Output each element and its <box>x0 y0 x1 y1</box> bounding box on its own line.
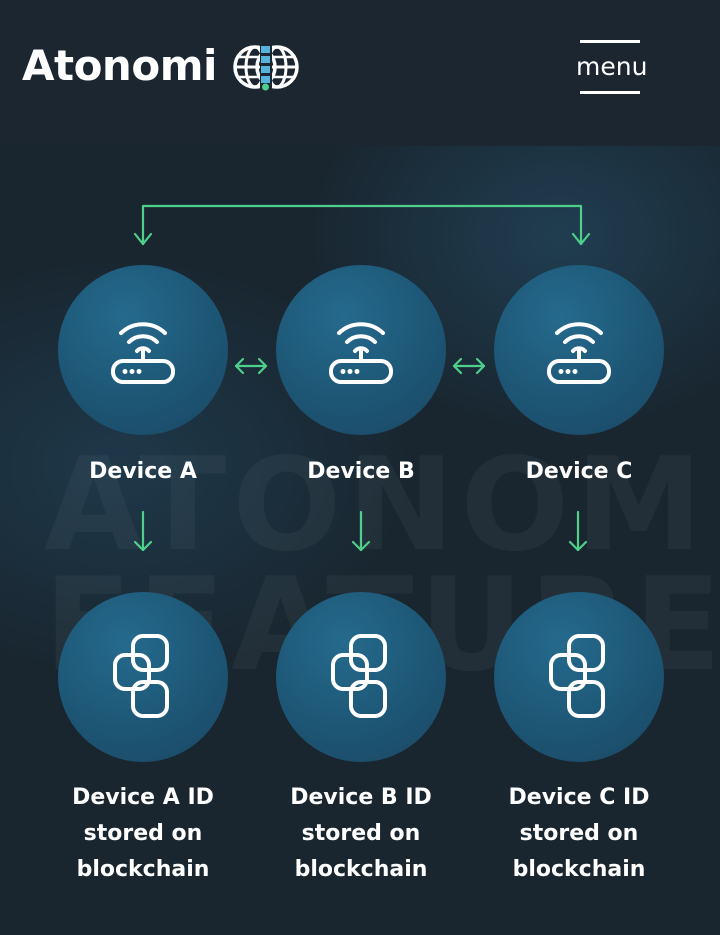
top-connector-line <box>141 204 583 246</box>
watermark-line-1: ATONOMI <box>44 442 720 570</box>
chain-link-icon <box>113 634 169 718</box>
device-b-id-label: Device B ID stored on blockchain <box>261 780 461 888</box>
arrow-down-c-top <box>571 232 591 246</box>
device-b-id-line-1: Device B ID <box>290 785 432 810</box>
wifi-router-icon <box>547 322 611 384</box>
device-c-id-line-1: Device C ID <box>508 785 650 810</box>
device-a-circle <box>58 265 228 435</box>
brand-logo-text[interactable]: Atonomi <box>22 41 217 90</box>
device-c-chain-circle <box>494 592 664 762</box>
arrow-b-c-left <box>452 357 463 375</box>
device-a-id-line-2: stored on <box>83 821 203 846</box>
arrow-down-a-head <box>133 540 153 552</box>
menu-top-line <box>580 40 640 43</box>
arrow-down-b-head <box>351 540 371 552</box>
wifi-router-icon <box>329 322 393 384</box>
device-b-id-line-2: stored on <box>301 821 421 846</box>
device-c-id-line-2: stored on <box>519 821 639 846</box>
device-a-label: Device A <box>89 459 197 484</box>
wifi-router-icon <box>111 322 175 384</box>
device-b-chain-circle <box>276 592 446 762</box>
arrow-down-c-head <box>568 540 588 552</box>
device-b-circle <box>276 265 446 435</box>
arrow-down-a-top <box>133 232 153 246</box>
device-a-chain-circle <box>58 592 228 762</box>
device-c-circle <box>494 265 664 435</box>
device-diagram: ATONOMI FEATURES <box>0 146 720 935</box>
device-a-id-line-1: Device A ID <box>72 785 214 810</box>
diagram-arrows <box>133 204 591 552</box>
arrow-a-b-right <box>257 357 268 375</box>
menu-label: menu <box>576 52 648 81</box>
device-b-id-line-3: blockchain <box>294 857 428 882</box>
arrow-a-b-left <box>234 357 245 375</box>
device-c-id-label: Device C ID stored on blockchain <box>479 780 679 888</box>
device-a-id-label: Device A ID stored on blockchain <box>43 780 243 888</box>
menu-button[interactable]: menu <box>576 40 647 94</box>
site-header: Atonomi menu <box>0 0 720 146</box>
device-c-id-line-3: blockchain <box>512 857 646 882</box>
chain-link-icon <box>331 634 387 718</box>
chain-link-icon <box>549 634 605 718</box>
menu-bottom-line <box>580 91 640 94</box>
arrow-b-c-right <box>475 357 486 375</box>
device-a-id-line-3: blockchain <box>76 857 210 882</box>
globe-icon[interactable] <box>232 43 300 91</box>
device-b-label: Device B <box>307 459 415 484</box>
device-c-label: Device C <box>525 459 633 484</box>
